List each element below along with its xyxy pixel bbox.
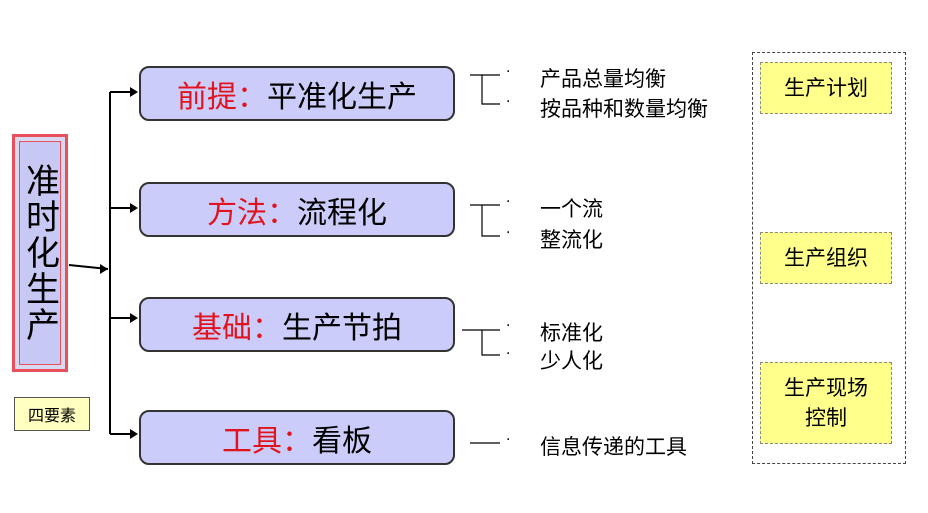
side-tag-site-control: 生产现场控制 <box>760 362 892 444</box>
root-node: 准时化生产 <box>12 134 68 372</box>
element-box-premise: 前提：平准化生产 <box>139 66 455 121</box>
element-value: 流程化 <box>297 195 387 231</box>
element-box-foundation: 基础：生产节拍 <box>139 297 455 352</box>
side-panel-frame <box>752 52 906 464</box>
element-keyword: 基础： <box>192 310 282 346</box>
list-item: 产品总量均衡 <box>540 67 666 91</box>
list-item: 少人化 <box>540 349 603 373</box>
list-item: 标准化 <box>540 321 603 345</box>
element-keyword: 方法： <box>207 195 297 231</box>
root-node-inner: 准时化生产 <box>19 141 61 365</box>
four-elements-tag: 四要素 <box>14 397 90 431</box>
element-keyword: 前提： <box>177 79 267 115</box>
bullet-dot: · <box>506 318 511 334</box>
list-item: 信息传递的工具 <box>540 435 687 459</box>
element-value: 看板 <box>312 423 372 459</box>
list-item: 整流化 <box>540 228 603 252</box>
bullet-dot: · <box>506 64 511 80</box>
side-tag-organization: 生产组织 <box>760 232 892 284</box>
bullet-dot: · <box>506 432 511 448</box>
bullet-dot: · <box>506 346 511 362</box>
element-value: 生产节拍 <box>282 310 402 346</box>
root-label: 准时化生产 <box>19 163 60 343</box>
element-keyword: 工具： <box>222 423 312 459</box>
element-box-method: 方法：流程化 <box>139 182 455 237</box>
bullet-dot: · <box>506 225 511 241</box>
list-item: 一个流 <box>540 197 603 221</box>
bullet-dot: · <box>506 194 511 210</box>
side-tag-plan: 生产计划 <box>760 62 892 114</box>
element-value: 平准化生产 <box>267 79 417 115</box>
bullet-dot: · <box>506 94 511 110</box>
list-item: 按品种和数量均衡 <box>540 97 708 121</box>
element-box-tool: 工具：看板 <box>139 410 455 465</box>
